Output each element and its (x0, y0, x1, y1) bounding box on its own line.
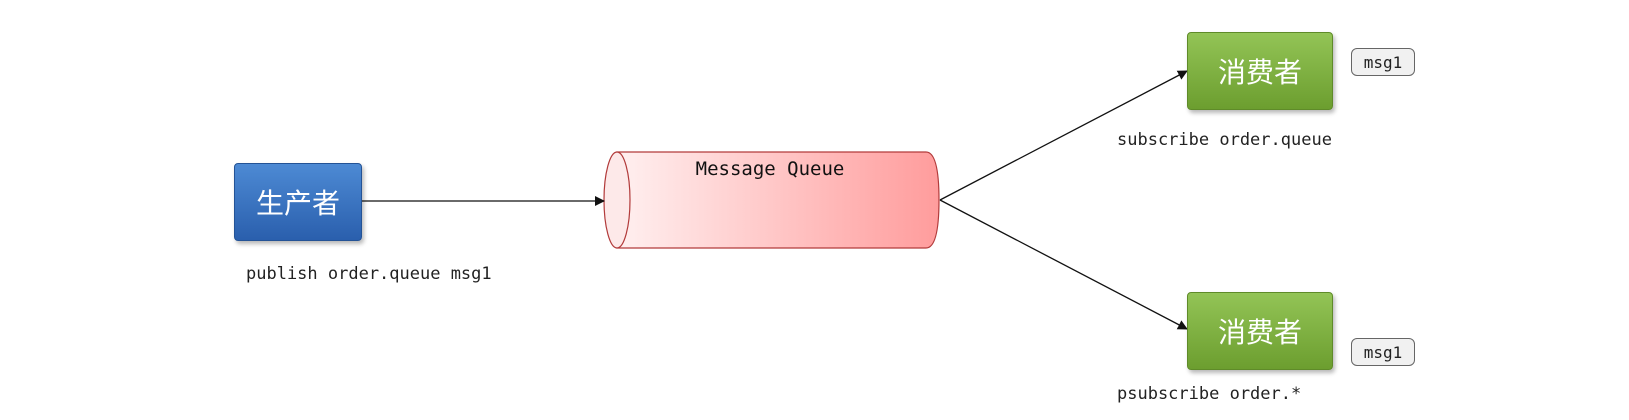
publish-command-label: publish order.queue msg1 (246, 264, 492, 284)
subscribe-command-label: subscribe order.queue (1117, 130, 1332, 150)
consumer-node-1: 消费者 (1187, 32, 1333, 110)
queue-to-consumer2-arrow (939, 199, 1188, 330)
message-badge-1: msg1 (1351, 48, 1415, 76)
psubscribe-command-label: psubscribe order.* (1117, 384, 1302, 404)
queue-label: Message Queue (695, 158, 845, 180)
message-queue-cylinder (603, 151, 940, 249)
producer-node: 生产者 (234, 163, 362, 241)
queue-to-consumer1-arrow (939, 70, 1188, 201)
message-badge-2: msg1 (1351, 338, 1415, 366)
consumer-node-2: 消费者 (1187, 292, 1333, 370)
